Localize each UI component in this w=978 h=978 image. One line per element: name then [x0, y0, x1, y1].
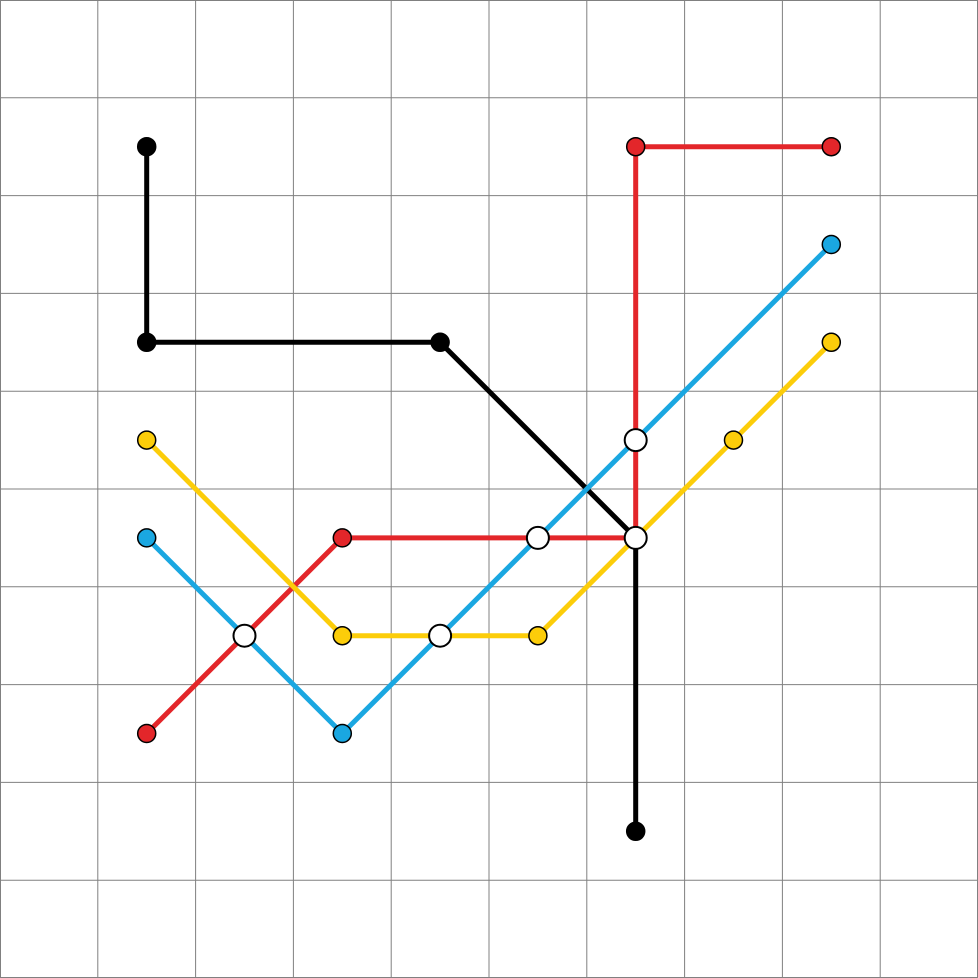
station-red	[136, 723, 157, 744]
station-black	[136, 332, 157, 353]
station-yellow	[528, 625, 548, 646]
station-black	[625, 821, 646, 842]
station-red	[625, 136, 646, 157]
station-black	[430, 332, 450, 353]
station-blue	[136, 528, 157, 548]
station-yellow	[723, 430, 744, 450]
station-yellow	[332, 625, 353, 646]
station-black	[136, 136, 157, 157]
interchange-station	[525, 525, 550, 550]
stations	[136, 136, 842, 842]
station-yellow	[821, 332, 842, 353]
station-blue	[821, 234, 842, 255]
station-red	[332, 528, 353, 548]
station-blue	[332, 723, 353, 744]
station-red	[821, 136, 842, 157]
interchange-stations	[232, 428, 648, 648]
station-yellow	[136, 430, 157, 450]
interchange-station	[232, 623, 257, 648]
interchange-station	[623, 428, 648, 453]
interchange-station	[428, 623, 453, 648]
interchange-station	[623, 525, 648, 550]
